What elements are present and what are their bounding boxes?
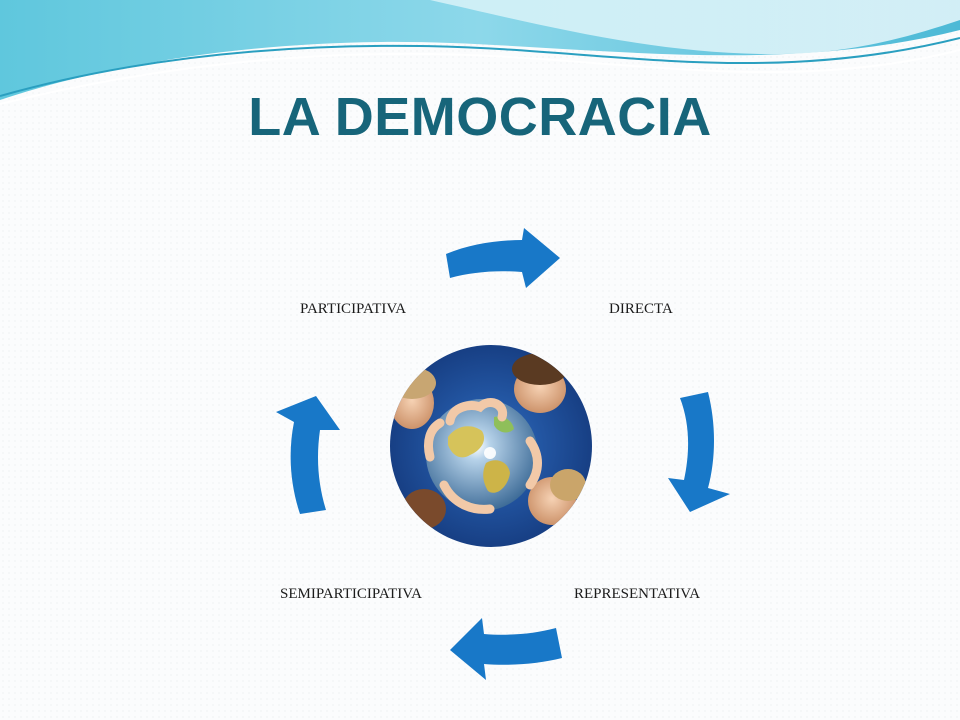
cycle-arrow-icon <box>450 618 562 680</box>
cycle-node-directa: DIRECTA <box>609 301 673 317</box>
cycle-arrow-icon <box>668 392 730 512</box>
cycle-node-participativa: PARTICIPATIVA <box>300 301 407 317</box>
center-image-hands-around-globe <box>390 345 592 547</box>
cycle-node-representativa: REPRESENTATIVA <box>574 586 701 602</box>
cycle-arrow-icon <box>446 228 560 288</box>
header-wave-decoration <box>0 0 960 105</box>
cycle-node-semiparticipativa: SEMIPARTICIPATIVA <box>280 586 422 602</box>
cycle-arrow-icon <box>276 396 340 514</box>
slide-title: LA DEMOCRACIA <box>248 87 712 147</box>
